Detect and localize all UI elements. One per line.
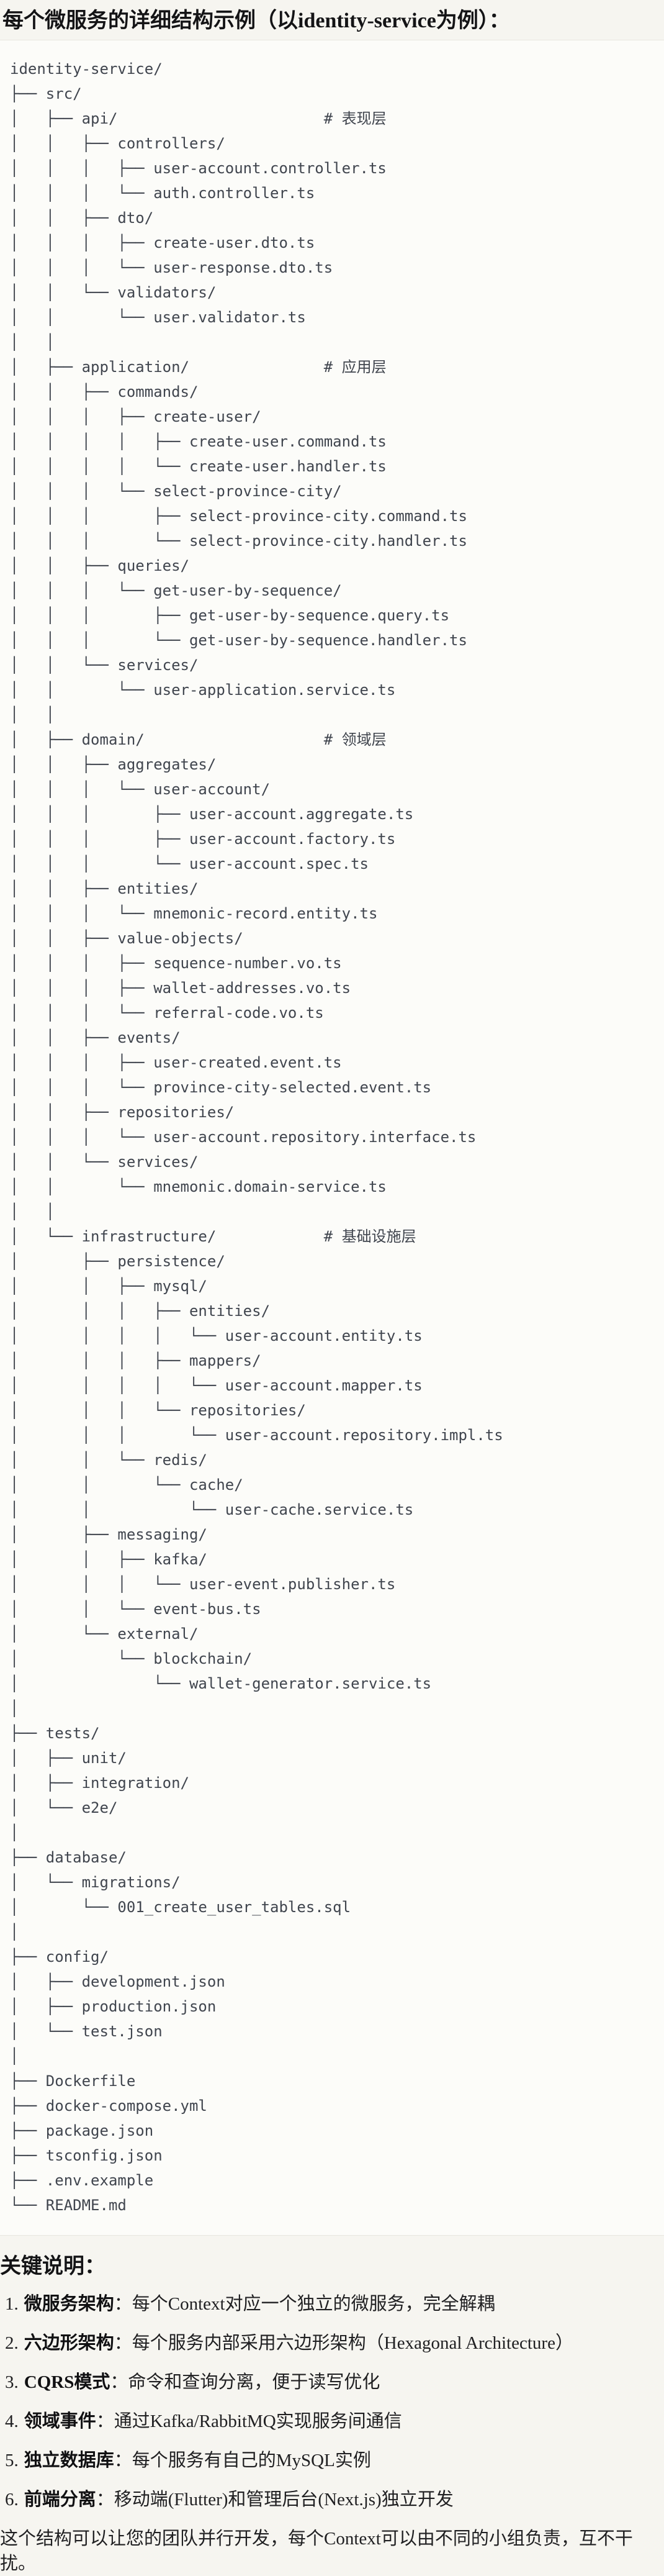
directory-tree-code-block: identity-service/ ├── src/ │ ├── api/ # … xyxy=(0,40,664,2236)
note-item-microservice: 1.微服务架构：每个Context对应一个独立的微服务，完全解耦 xyxy=(0,2292,664,2316)
note-term: CQRS模式 xyxy=(24,2372,110,2392)
note-number: 4. xyxy=(5,2411,19,2431)
note-term: 领域事件 xyxy=(24,2411,96,2431)
note-term: 六边形架构 xyxy=(24,2333,114,2353)
note-number: 3. xyxy=(5,2372,19,2392)
note-number: 6. xyxy=(5,2490,19,2510)
key-notes-section: 关键说明： 1.微服务架构：每个Context对应一个独立的微服务，完全解耦 2… xyxy=(0,2252,664,2576)
note-number: 5. xyxy=(5,2451,19,2470)
note-item-domain-events: 4.领域事件：通过Kafka/RabbitMQ实现服务间通信 xyxy=(0,2409,664,2434)
page-title: 每个微服务的详细结构示例（以identity-service为例）： xyxy=(2,9,510,32)
note-number: 2. xyxy=(5,2333,19,2353)
note-text: ：通过Kafka/RabbitMQ实现服务间通信 xyxy=(96,2411,402,2431)
note-term: 微服务架构 xyxy=(24,2294,114,2314)
note-item-hexagonal: 2.六边形架构：每个服务内部采用六边形架构（Hexagonal Architec… xyxy=(0,2331,664,2356)
note-item-cqrs: 3.CQRS模式：命令和查询分离，便于读写优化 xyxy=(0,2370,664,2395)
note-item-database: 5. 独立数据库：每个服务有自己的MySQL实例 xyxy=(0,2448,664,2473)
note-term: 前端分离 xyxy=(24,2490,96,2510)
key-notes-heading: 关键说明： xyxy=(0,2255,105,2278)
note-item-frontend: 6.前端分离：移动端(Flutter)和管理后台(Next.js)独立开发 xyxy=(0,2487,664,2512)
note-text: ：每个服务内部采用六边形架构（Hexagonal Architecture） xyxy=(114,2333,573,2353)
closing-paragraph: 这个结构可以让您的团队并行开发，每个Context可以由不同的小组负责，互不干扰… xyxy=(0,2529,633,2574)
note-text: ：移动端(Flutter)和管理后台(Next.js)独立开发 xyxy=(96,2490,454,2510)
note-term: 独立数据库 xyxy=(24,2451,114,2470)
note-text: ：每个服务有自己的MySQL实例 xyxy=(114,2451,371,2470)
note-text: ：命令和查询分离，便于读写优化 xyxy=(110,2372,380,2392)
key-notes-list: 1.微服务架构：每个Context对应一个独立的微服务，完全解耦 2.六边形架构… xyxy=(0,2292,664,2512)
note-number: 1. xyxy=(5,2294,19,2314)
note-text: ：每个Context对应一个独立的微服务，完全解耦 xyxy=(114,2294,495,2314)
